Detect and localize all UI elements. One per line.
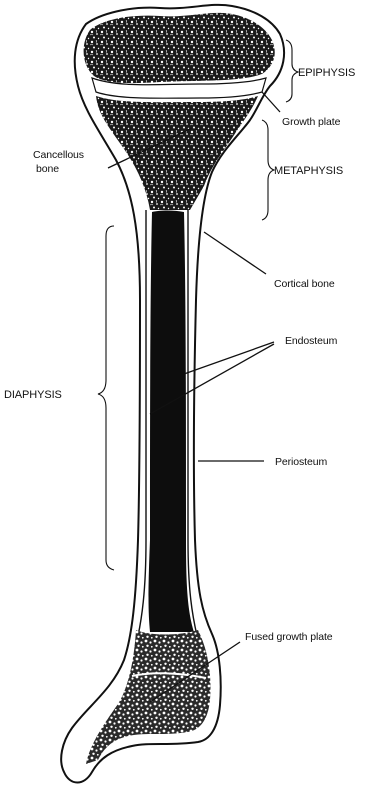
metaphysis-brace — [262, 120, 274, 220]
growth-plate-leader — [262, 92, 280, 112]
cortical-leader — [204, 232, 266, 274]
cortical-bone-label: Cortical bone — [274, 278, 335, 290]
fused-growth-plate-label: Fused growth plate — [245, 631, 333, 643]
epiphysis-brace — [286, 40, 298, 102]
metaphysis-label: METAPHYSIS — [274, 165, 343, 177]
endosteum-label: Endosteum — [285, 335, 338, 347]
epiphysis-region — [84, 13, 275, 83]
periosteum-label: Periosteum — [275, 456, 327, 468]
epiphysis-label: EPIPHYSIS — [298, 67, 355, 79]
diaphysis-label: DIAPHYSIS — [4, 389, 62, 401]
growth-plate-label: Growth plate — [282, 116, 341, 128]
cancellous-label-line1: Cancellous — [33, 149, 84, 161]
diaphysis-brace — [98, 226, 114, 570]
cancellous-label-line2: bone — [36, 163, 59, 175]
